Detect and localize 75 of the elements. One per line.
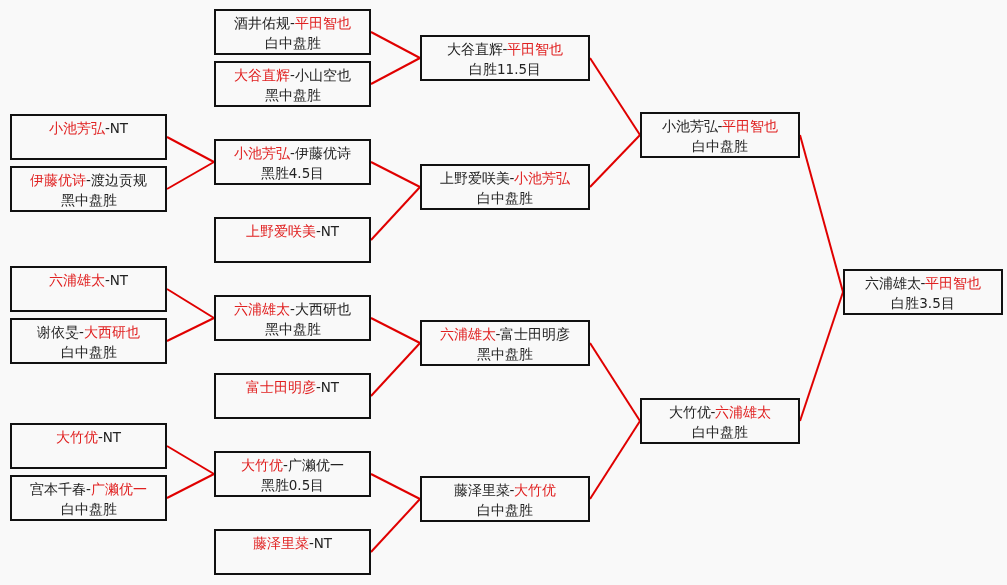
match-players: 藤泽里菜-大竹优 xyxy=(452,481,558,500)
match-result: 白胜11.5目 xyxy=(467,60,543,79)
bracket-connector xyxy=(370,186,421,241)
match-result: 白胜3.5目 xyxy=(890,294,956,313)
match-box xyxy=(10,318,167,364)
match-players: 六浦雄太-平田智也 xyxy=(863,274,983,293)
match-box xyxy=(10,423,167,469)
bracket-connector xyxy=(370,31,421,59)
bracket-connector xyxy=(166,317,215,342)
match-players: 六浦雄太-NT xyxy=(47,271,130,290)
match-result: 黑胜0.5目 xyxy=(259,476,326,495)
match-result: 黑中盘胜 xyxy=(59,191,118,210)
match-players: 大谷直辉-小山空也 xyxy=(233,66,352,85)
match-result: 白中盘胜 xyxy=(59,343,118,362)
bracket-connector xyxy=(589,134,641,188)
bracket-connector xyxy=(370,342,421,397)
match-players: 富士田明彦-NT xyxy=(244,378,341,397)
match-box xyxy=(420,164,590,210)
match-players: 小池芳弘-NT xyxy=(47,119,130,138)
bracket-connector xyxy=(370,473,421,500)
match-players: 藤泽里菜-NT xyxy=(251,534,334,553)
match-box xyxy=(10,475,167,521)
match-players: 伊藤优诗-渡边贡规 xyxy=(29,171,148,190)
bracket-connector xyxy=(166,473,215,499)
bracket-connector xyxy=(370,161,421,188)
match-players: 六浦雄太-大西研也 xyxy=(233,300,352,319)
match-box xyxy=(640,112,800,158)
match-box xyxy=(214,61,371,107)
match-box xyxy=(214,217,371,263)
match-players: 宫本千春-广濑优一 xyxy=(29,480,148,499)
match-players: 上野爱咲美-小池芳弘 xyxy=(438,169,572,188)
match-result: 黑胜4.5目 xyxy=(259,164,326,183)
match-box xyxy=(214,529,371,575)
match-result: 黑中盘胜 xyxy=(263,86,322,105)
bracket-connector xyxy=(589,57,641,136)
match-result: 白中盘胜 xyxy=(476,501,534,520)
match-players: 谢依旻-大西研也 xyxy=(36,323,141,342)
bracket-connector xyxy=(166,161,215,190)
match-result: 白中盘胜 xyxy=(59,500,118,519)
match-players: 大谷直辉-平田智也 xyxy=(445,40,565,59)
bracket-connector xyxy=(370,57,421,85)
bracket-connector xyxy=(589,420,641,500)
bracket-connector xyxy=(370,317,421,344)
match-box xyxy=(214,139,371,185)
match-players: 大竹优-NT xyxy=(54,428,123,447)
match-box xyxy=(214,451,371,497)
match-players: 酒井佑规-平田智也 xyxy=(233,14,352,33)
match-result: 黑中盘胜 xyxy=(476,345,534,364)
match-box xyxy=(214,295,371,341)
match-result: 黑中盘胜 xyxy=(263,320,322,339)
bracket-connector xyxy=(166,288,215,319)
bracket-connector xyxy=(589,342,641,422)
match-box xyxy=(420,35,590,81)
match-players: 小池芳弘-平田智也 xyxy=(660,117,780,136)
match-players: 大竹优-六浦雄太 xyxy=(667,403,773,422)
match-box xyxy=(214,9,371,55)
match-box xyxy=(420,476,590,522)
match-players: 小池芳弘-伊藤优诗 xyxy=(233,144,352,163)
match-result: 白中盘胜 xyxy=(691,137,749,156)
match-box xyxy=(214,373,371,419)
match-box xyxy=(10,166,167,212)
bracket-connector xyxy=(370,498,421,553)
match-box xyxy=(640,398,800,444)
match-players: 上野爱咲美-NT xyxy=(244,222,341,241)
match-result: 白中盘胜 xyxy=(263,34,322,53)
match-players: 六浦雄太-富士田明彦 xyxy=(438,325,572,344)
match-result: 白中盘胜 xyxy=(476,189,534,208)
match-players: 大竹优-广濑优一 xyxy=(240,456,345,475)
match-box xyxy=(10,266,167,312)
match-box xyxy=(10,114,167,160)
match-box xyxy=(420,320,590,366)
match-box xyxy=(843,269,1003,315)
bracket-connector xyxy=(166,136,215,163)
bracket-connector xyxy=(166,445,215,475)
match-result: 白中盘胜 xyxy=(691,423,749,442)
